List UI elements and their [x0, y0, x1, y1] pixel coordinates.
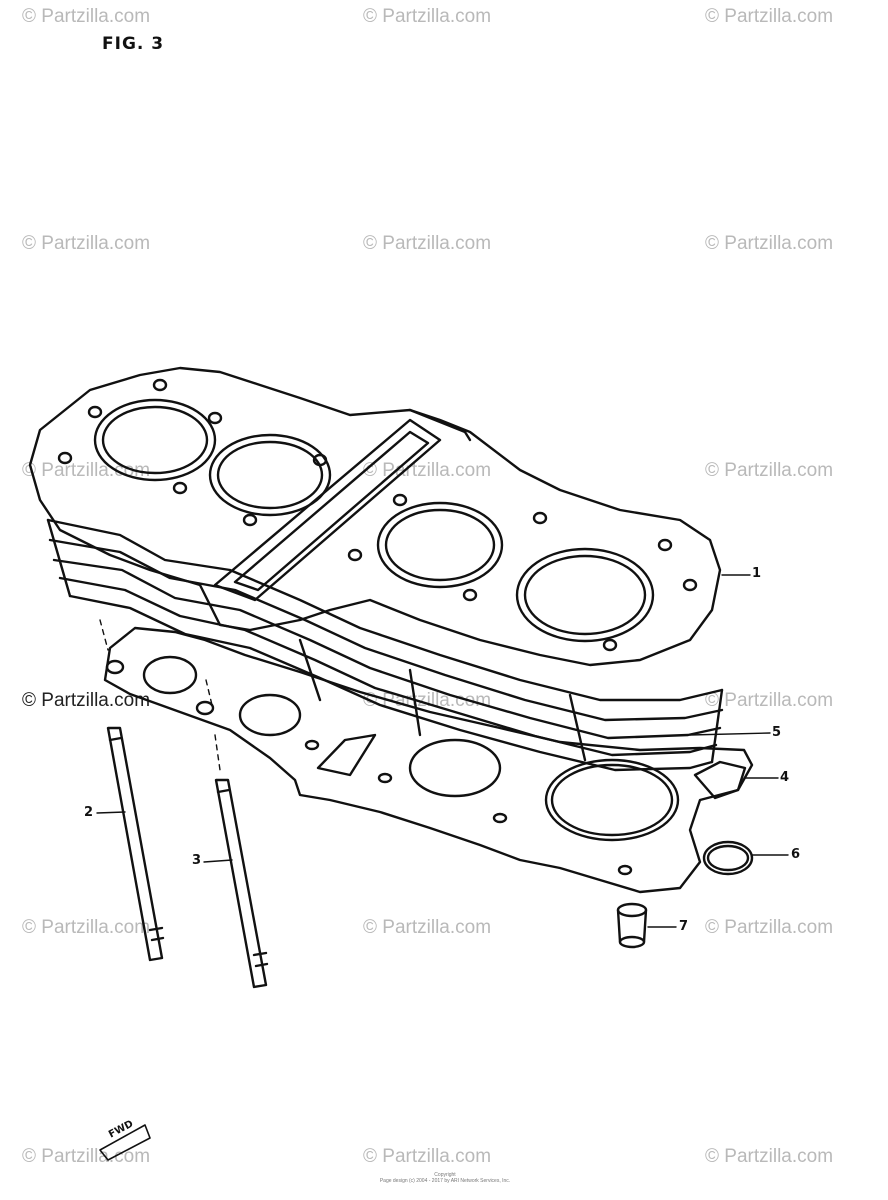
watermark: © Partzilla.com	[705, 1146, 834, 1167]
cylinder-block	[28, 366, 724, 772]
callout-7: 7	[679, 919, 689, 934]
copyright-line-1: Copyright	[434, 1172, 456, 1178]
copyright-notice: Copyright Page design (c) 2004 - 2017 by…	[360, 1172, 530, 1184]
stud-bolt-3	[214, 778, 269, 989]
watermark: © Partzilla.com	[705, 460, 834, 481]
watermark: © Partzilla.com	[705, 690, 834, 711]
watermark: © Partzilla.com	[363, 460, 492, 481]
small-o-ring	[702, 840, 754, 876]
watermark: © Partzilla.com	[363, 6, 492, 27]
o-ring	[544, 758, 680, 842]
watermark: © Partzilla.com	[22, 233, 151, 254]
figure-title: FIG. 3	[102, 34, 165, 54]
cylinder-base-gasket	[103, 626, 754, 894]
callout-3: 3	[192, 853, 202, 868]
dowel-pin	[616, 902, 648, 949]
watermark: © Partzilla.com	[705, 6, 834, 27]
copyright-line-2: Page design (c) 2004 - 2017 by ARI Netwo…	[379, 1178, 511, 1184]
callout-5: 5	[772, 725, 782, 740]
callout-1: 1	[752, 566, 762, 581]
watermark: © Partzilla.com	[363, 233, 492, 254]
leader-lines	[96, 574, 789, 928]
watermark: © Partzilla.com	[705, 917, 834, 938]
fwd-arrow-icon	[99, 1124, 151, 1161]
stud-bolt-2	[106, 726, 165, 962]
watermark: © Partzilla.com	[22, 460, 151, 481]
watermark: © Partzilla.com	[363, 1146, 492, 1167]
watermark: © Partzilla.com	[705, 233, 834, 254]
callout-4: 4	[780, 770, 790, 785]
watermark: © Partzilla.com	[22, 6, 151, 27]
watermark: © Partzilla.com	[363, 917, 492, 938]
callout-2: 2	[84, 805, 94, 820]
watermark: © Partzilla.com	[22, 690, 151, 711]
watermark: © Partzilla.com	[22, 917, 151, 938]
callout-6: 6	[791, 847, 801, 862]
watermark: © Partzilla.com	[22, 1146, 151, 1167]
